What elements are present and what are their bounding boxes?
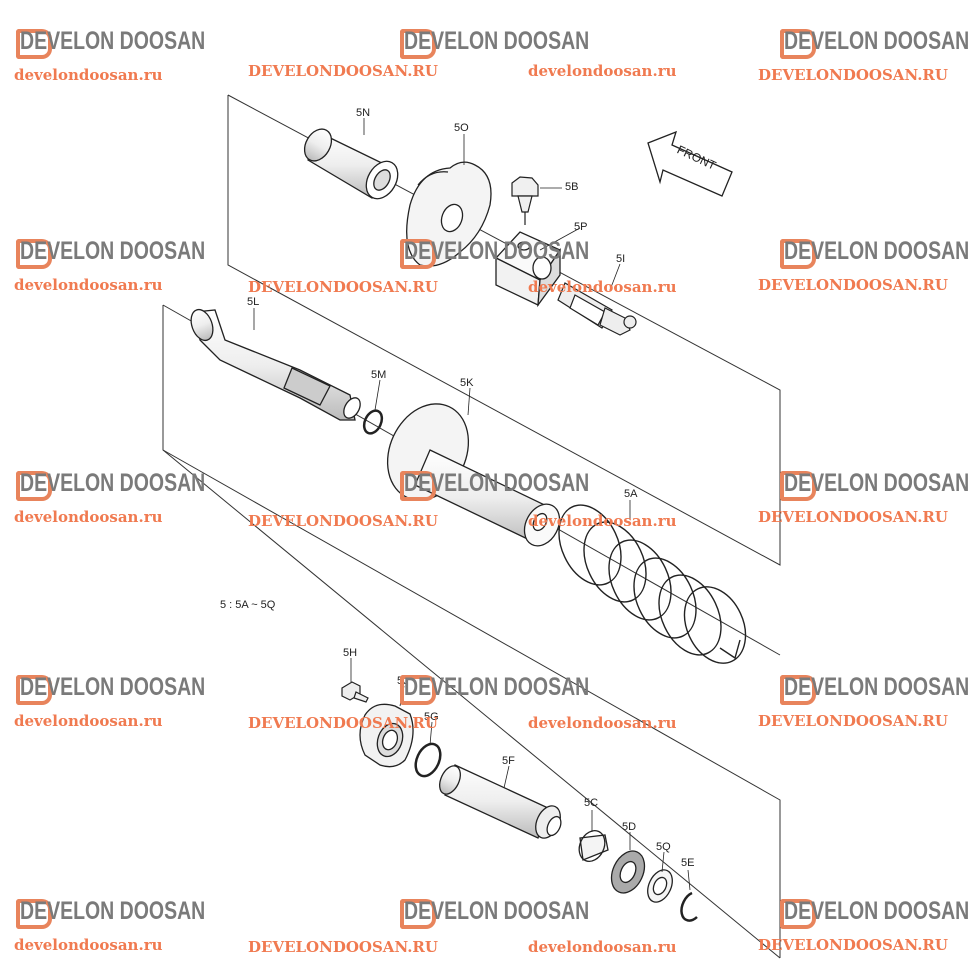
watermark-url: develondoosan.ru [14,66,163,84]
assembly-note: 5 : 5A ~ 5Q [220,599,276,611]
watermark-r4-c2: DEVELON DOOSAN [398,672,608,705]
watermark-brand: DEVELON DOOSAN [20,672,206,701]
watermark-brand: DEVELON DOOSAN [20,26,206,55]
watermark-r4-url2: DEVELONDOOSAN.RU [248,714,458,732]
watermark-brand: DEVELON DOOSAN [404,26,590,55]
watermark-url: develondoosan.ru [14,508,163,526]
label-5G: 5G [424,711,439,723]
label-5N: 5N [356,107,370,119]
watermark-r3-url3: develondoosan.ru [528,512,738,530]
watermark-brand: DEVELON DOOSAN [784,672,970,701]
watermark-r5-c1: DEVELON DOOSAN develondoosan.ru [14,896,224,955]
label-5M: 5M [371,369,386,381]
watermark-brand: DEVELON DOOSAN [404,236,590,265]
watermark-url: DEVELONDOOSAN.RU [248,278,438,296]
watermark-url: develondoosan.ru [528,512,677,530]
watermark-url: develondoosan.ru [14,712,163,730]
watermark-url: develondoosan.ru [14,936,163,954]
part-5K-piston [386,403,561,547]
watermark-brand: DEVELON DOOSAN [20,236,206,265]
watermark-url: DEVELONDOOSAN.RU [248,938,438,956]
watermark-r1-c3: DEVELON DOOSAN DEVELONDOOSAN.RU [758,26,978,85]
watermark-url: DEVELONDOOSAN.RU [248,62,438,80]
watermark-r5-url3: develondoosan.ru [528,938,738,956]
watermark-r5-c3: DEVELON DOOSAN DEVELONDOOSAN.RU [758,896,978,955]
watermark-r1-url2: DEVELONDOOSAN.RU [248,62,458,80]
part-5J-flange [359,703,414,768]
watermark-brand: DEVELON DOOSAN [784,236,970,265]
watermark-brand: DEVELON DOOSAN [784,26,970,55]
watermark-url: develondoosan.ru [528,62,677,80]
watermark-r2-url3: develondoosan.ru [528,278,738,296]
watermark-url: DEVELONDOOSAN.RU [248,714,438,732]
watermark-url: DEVELONDOOSAN.RU [248,512,438,530]
frame-upper [227,94,781,566]
watermark-url: develondoosan.ru [14,276,163,294]
watermark-r4-c3: DEVELON DOOSAN DEVELONDOOSAN.RU [758,672,978,731]
watermark-r1-c2: DEVELON DOOSAN [398,26,608,59]
part-5A-spring [558,504,747,664]
label-5F: 5F [502,755,515,767]
part-5F-sleeve [439,764,562,839]
watermark-r1-url3: develondoosan.ru [528,62,738,80]
watermark-url: DEVELONDOOSAN.RU [758,66,948,84]
label-5B: 5B [565,181,578,193]
watermark-brand: DEVELON DOOSAN [404,468,590,497]
watermark-r5-c2: DEVELON DOOSAN [398,896,608,929]
part-5M-o-ring [362,409,384,435]
watermark-r3-c3: DEVELON DOOSAN DEVELONDOOSAN.RU [758,468,978,527]
watermark-brand: DEVELON DOOSAN [404,672,590,701]
watermark-brand: DEVELON DOOSAN [784,896,970,925]
watermark-brand: DEVELON DOOSAN [20,896,206,925]
watermark-brand: DEVELON DOOSAN [20,468,206,497]
watermark-url: develondoosan.ru [528,278,677,296]
watermark-r3-c1: DEVELON DOOSAN develondoosan.ru [14,468,224,527]
watermark-r3-url2: DEVELONDOOSAN.RU [248,512,458,530]
part-5D-seal [610,850,646,894]
part-5H-bolt [341,681,369,703]
watermark-url: DEVELONDOOSAN.RU [758,508,948,526]
label-5C: 5C [584,797,598,809]
label-5I: 5I [616,253,625,265]
watermark-r2-url2: DEVELONDOOSAN.RU [248,278,458,296]
watermark-url: develondoosan.ru [528,938,677,956]
label-5H: 5H [343,647,357,659]
label-5D: 5D [622,821,636,833]
leader-lines [253,118,691,891]
watermark-r2-c2: DEVELON DOOSAN [398,236,608,269]
part-5N-bushing [303,128,399,200]
watermark-url: DEVELONDOOSAN.RU [758,712,948,730]
watermark-url: develondoosan.ru [528,714,677,732]
part-5G-o-ring [414,742,442,778]
watermark-r2-c3: DEVELON DOOSAN DEVELONDOOSAN.RU [758,236,978,295]
label-5E: 5E [681,857,694,869]
label-5A: 5A [624,488,638,500]
part-5C-collar [578,829,609,863]
watermark-r4-c1: DEVELON DOOSAN develondoosan.ru [14,672,224,731]
part-5I-grease-valve [557,282,637,336]
watermark-r5-url2: DEVELONDOOSAN.RU [248,938,458,956]
label-5K: 5K [460,377,474,389]
watermark-r2-c1: DEVELON DOOSAN develondoosan.ru [14,236,224,295]
watermark-brand: DEVELON DOOSAN [784,468,970,497]
watermark-url: DEVELONDOOSAN.RU [758,276,948,294]
watermark-url: DEVELONDOOSAN.RU [758,936,948,954]
label-5Q: 5Q [656,841,671,853]
label-5O: 5O [454,122,469,134]
part-5Q-washer [647,869,673,903]
part-5P-block [494,231,561,308]
front-arrow [647,130,733,197]
part-5B-bolt [511,176,539,225]
watermark-brand: DEVELON DOOSAN [404,896,590,925]
watermark-r1-c1: DEVELON DOOSAN develondoosan.ru [14,26,224,85]
watermark-r4-url3: develondoosan.ru [528,714,738,732]
label-5L: 5L [247,296,259,308]
part-5L-shaft [190,308,361,421]
part-5E-snap-ring [680,891,698,922]
watermark-r3-c2: DEVELON DOOSAN [398,468,608,501]
label-5P: 5P [574,221,587,233]
